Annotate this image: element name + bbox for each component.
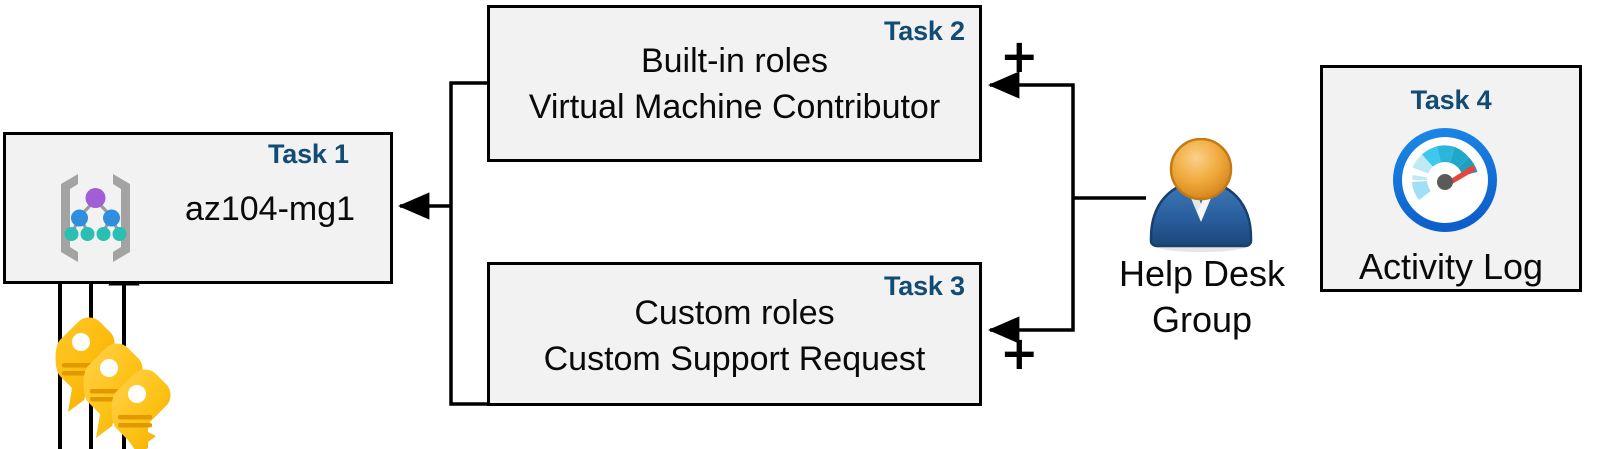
key-glyph bbox=[111, 369, 171, 449]
task2-box[interactable] bbox=[487, 5, 982, 162]
task4-text: Activity Log bbox=[1358, 246, 1544, 287]
plus-operator-bottom: + bbox=[1000, 326, 1039, 380]
connector-task1-bus bbox=[397, 81, 487, 406]
plus-operator-top: + bbox=[1000, 29, 1039, 83]
task1-box[interactable] bbox=[3, 132, 393, 284]
actor-label-line2: Group bbox=[1151, 299, 1253, 340]
task1-label: Task 1 bbox=[268, 139, 349, 169]
task3-label: Task 3 bbox=[884, 271, 965, 301]
task2-line1: Built-in roles bbox=[640, 42, 829, 80]
task4-label: Task 4 bbox=[1410, 85, 1492, 115]
user-group-icon bbox=[1139, 137, 1264, 253]
three-keys-icon bbox=[38, 316, 188, 449]
task3-line2: Custom Support Request bbox=[543, 340, 926, 378]
task3-line1: Custom roles bbox=[634, 294, 835, 332]
task1-text: az104-mg1 bbox=[184, 190, 356, 228]
task3-box[interactable] bbox=[487, 262, 982, 406]
key-glyph bbox=[83, 343, 143, 438]
management-group-icon bbox=[48, 168, 143, 266]
task2-line2: Virtual Machine Contributor bbox=[528, 88, 941, 126]
activity-log-gauge-icon bbox=[1389, 124, 1501, 236]
actor-label-line1: Help Desk bbox=[1118, 253, 1286, 294]
task2-label: Task 2 bbox=[884, 16, 965, 46]
